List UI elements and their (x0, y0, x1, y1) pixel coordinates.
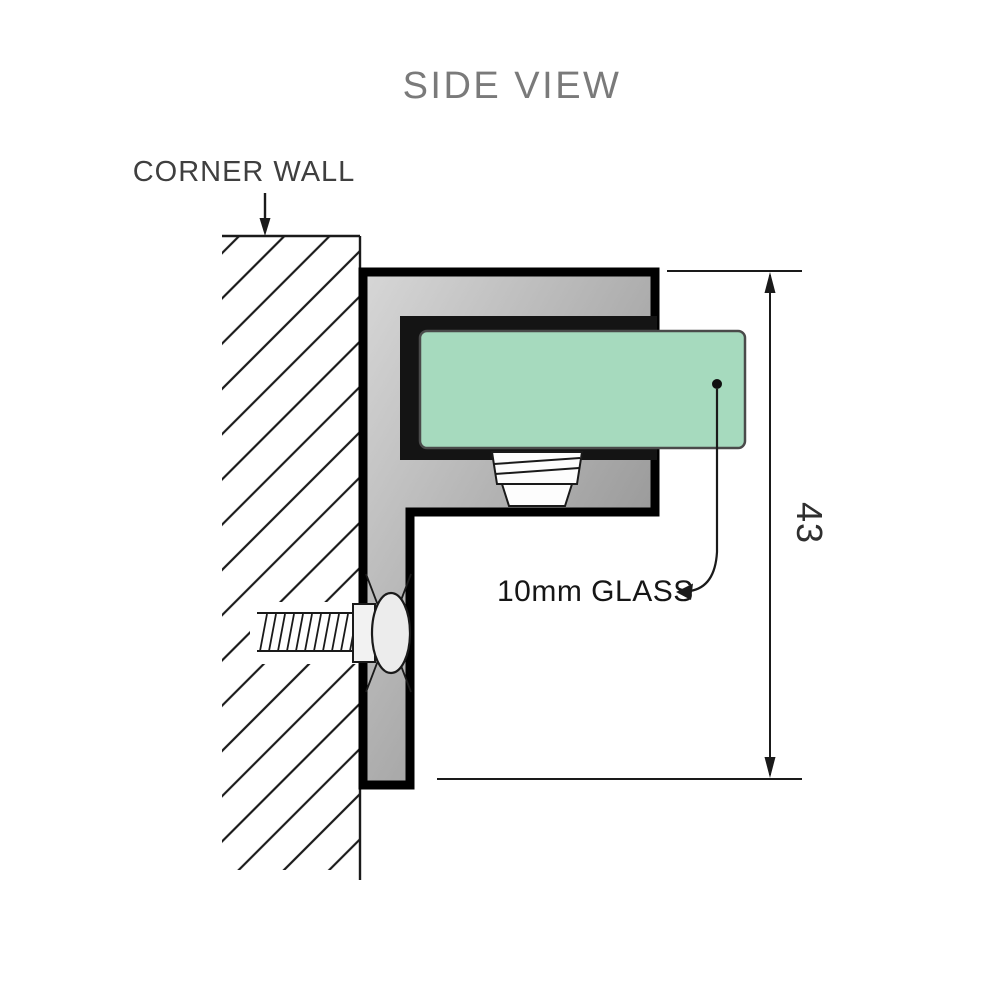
glass-leader-arrowhead-icon (676, 583, 693, 600)
glass-label: 10mm GLASS (497, 575, 694, 608)
dimension-arrow-bottom-icon (764, 757, 776, 778)
dimension-arrow-top-icon (764, 272, 776, 293)
glass-panel (418, 329, 747, 450)
screw-background-mask (250, 602, 364, 664)
glass-callout: 10mm GLASS (497, 379, 722, 608)
screw-thread-lines (259, 613, 358, 652)
gasket-thread-ridges (493, 457, 581, 475)
wall-hatching (222, 236, 360, 870)
dimension-43: 43 (437, 270, 830, 780)
glass-leader-line (689, 389, 719, 593)
corner-wall-arrowhead-icon (259, 218, 271, 236)
corner-wall-callout: CORNER WALL (133, 156, 356, 236)
gasket (490, 451, 584, 507)
dimension-label: 43 (789, 502, 830, 544)
corner-wall-label: CORNER WALL (133, 156, 356, 188)
screw-head (370, 591, 412, 675)
screw (257, 573, 412, 693)
glass-leader-dot (712, 379, 722, 389)
wall-section (222, 234, 362, 880)
page-title: SIDE VIEW (403, 65, 622, 107)
gasket-cup (500, 483, 574, 507)
